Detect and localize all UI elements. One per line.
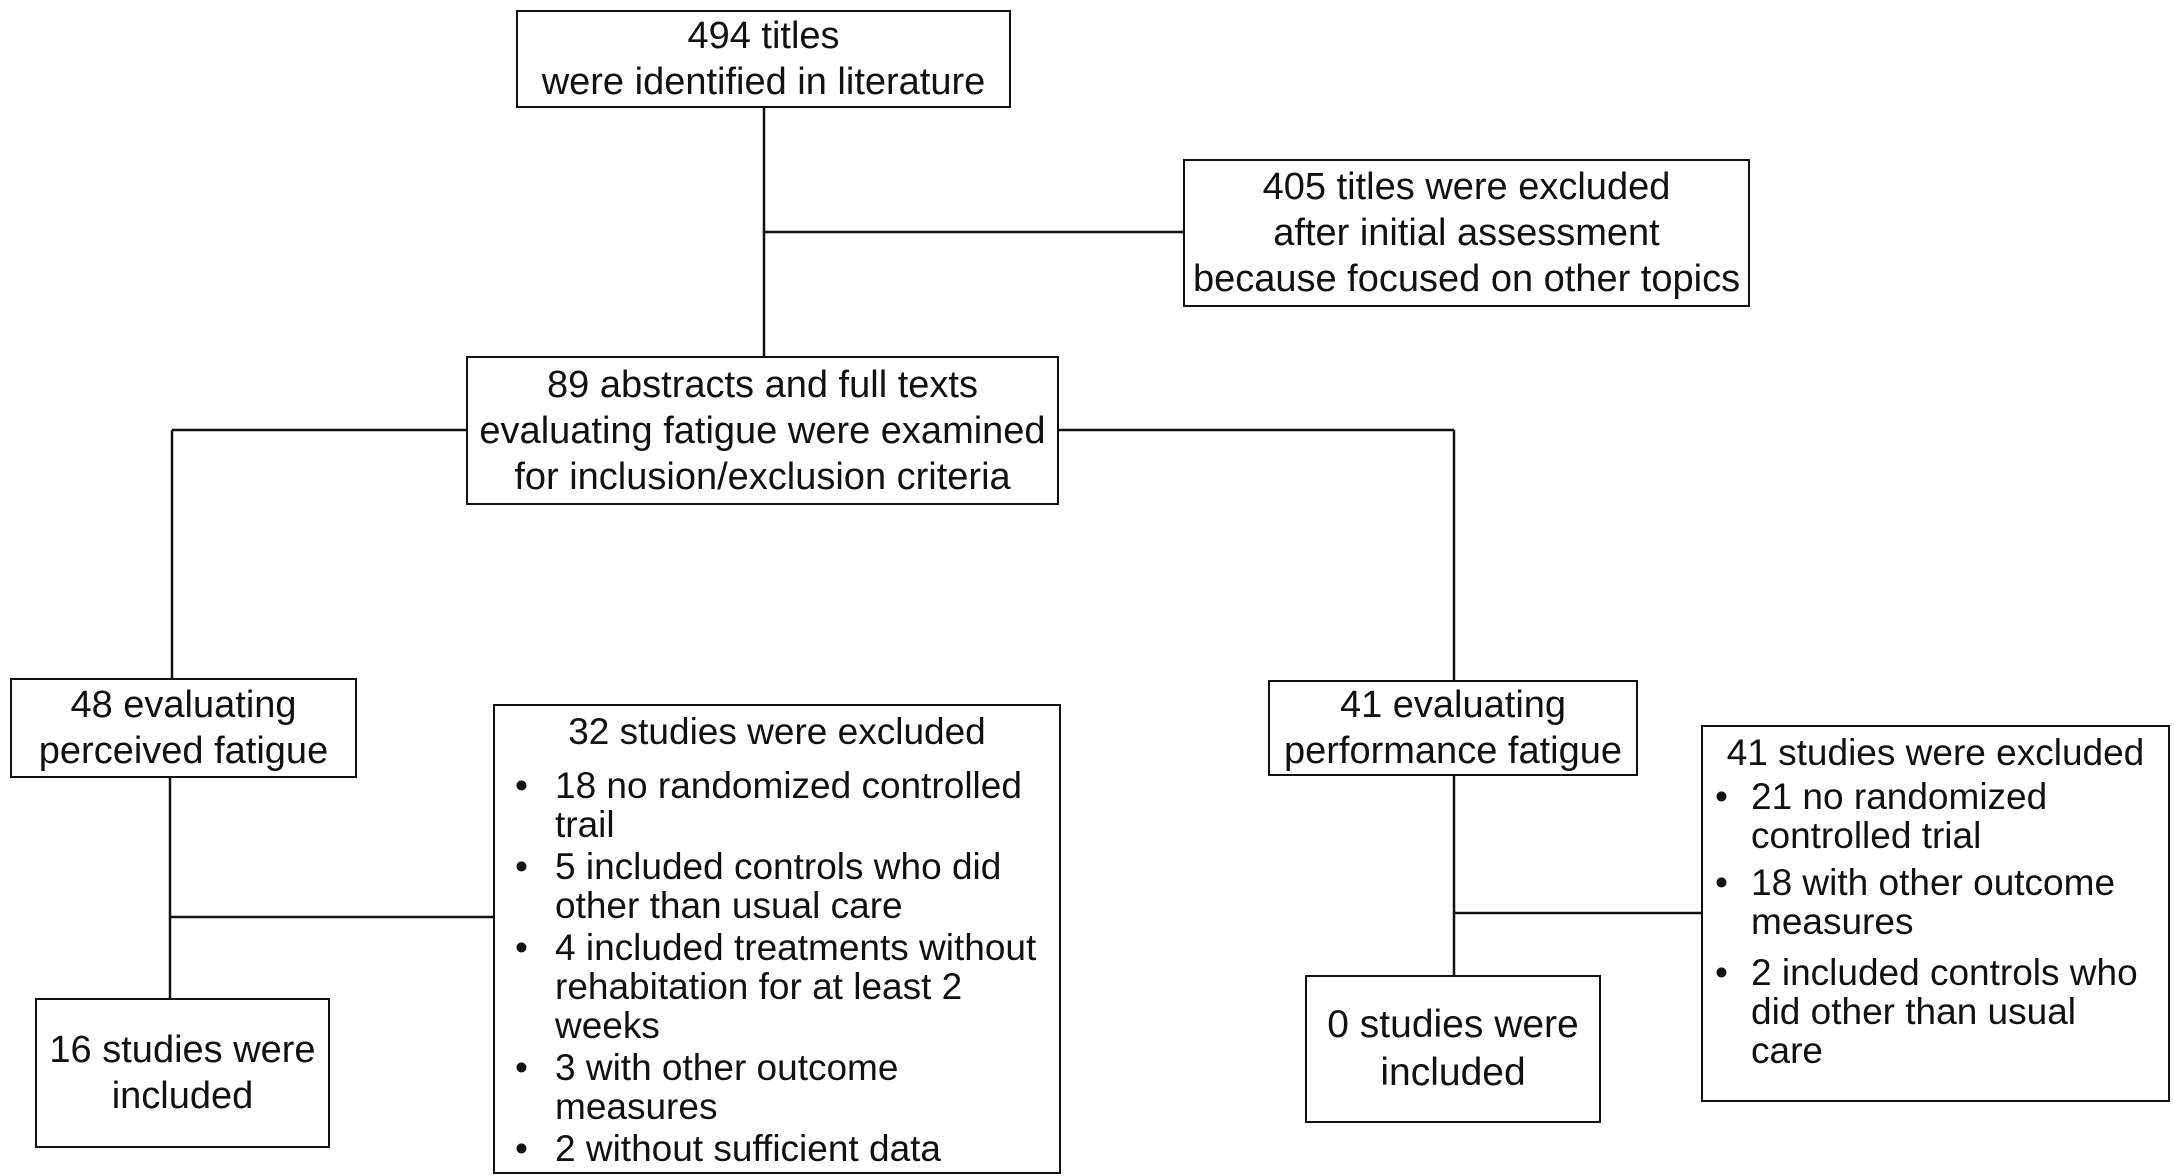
list-item: • 2 without sufficient data <box>507 1129 1047 1168</box>
bullet-icon: • <box>1715 862 1728 903</box>
perceived-fatigue-box: 48 evaluating perceived fatigue <box>10 678 357 778</box>
list-item: • 3 with other outcome measures <box>507 1048 1047 1126</box>
bullet-icon: • <box>1715 952 1728 993</box>
identified-titles-box: 494 titles were identified in literature <box>516 10 1011 108</box>
bullet-icon: • <box>515 765 528 806</box>
list-item: • 18 no randomized controlled trail <box>507 766 1047 844</box>
list-item: • 2 included controls who did other than… <box>1715 953 2156 1070</box>
list-item: • 21 no randomized controlled trial <box>1715 777 2156 855</box>
examined-line-2: evaluating fatigue were examined <box>479 409 1046 452</box>
list-item-text: 18 no randomized controlled trail <box>555 765 1022 845</box>
performance-exclusion-list: • 21 no randomized controlled trial • 18… <box>1715 775 2156 1070</box>
perceived-line-1: 48 evaluating <box>70 684 297 726</box>
perceived-exclusion-box: 32 studies were excluded • 18 no randomi… <box>493 704 1061 1174</box>
performance-included-line-2: included <box>1380 1051 1526 1094</box>
performance-included-box: 0 studies were included <box>1305 975 1601 1123</box>
bullet-icon: • <box>515 1128 528 1169</box>
perceived-line-2: perceived fatigue <box>38 730 329 772</box>
identified-line-2: were identified in literature <box>541 61 986 103</box>
performance-fatigue-box: 41 evaluating performance fatigue <box>1268 680 1638 776</box>
list-item-text: 4 included treatments without rehabitati… <box>555 927 1037 1046</box>
performance-exclusion-title: 41 studies were excluded <box>1726 732 2145 773</box>
bullet-icon: • <box>515 846 528 887</box>
list-item-text: 3 with other outcome measures <box>555 1047 899 1127</box>
list-item-text: 18 with other outcome measures <box>1751 862 2116 942</box>
bullet-icon: • <box>515 927 528 968</box>
performance-line-1: 41 evaluating <box>1339 684 1567 726</box>
perceived-exclusion-list: • 18 no randomized controlled trail • 5 … <box>507 754 1047 1168</box>
list-item-text: 21 no randomized controlled trial <box>1751 776 2048 856</box>
list-item: • 4 included treatments without rehabita… <box>507 928 1047 1045</box>
list-item-text: 5 included controls who did other than u… <box>555 846 1002 926</box>
bullet-icon: • <box>515 1047 528 1088</box>
initial-exclusion-line-1: 405 titles were excluded <box>1262 166 1671 208</box>
list-item: • 5 included controls who did other than… <box>507 847 1047 925</box>
bullet-icon: • <box>1715 776 1728 817</box>
list-item-text: 2 included controls who did other than u… <box>1751 952 2138 1071</box>
list-item-text: 2 without sufficient data <box>555 1128 942 1169</box>
examined-box: 89 abstracts and full texts evaluating f… <box>466 356 1059 505</box>
initial-exclusion-line-2: after initial assessment <box>1273 212 1660 254</box>
examined-line-1: 89 abstracts and full texts <box>547 363 978 406</box>
performance-included-line-1: 0 studies were <box>1327 1003 1579 1046</box>
initial-exclusion-box: 405 titles were excluded after initial a… <box>1183 159 1750 307</box>
identified-line-1: 494 titles <box>687 15 840 57</box>
performance-line-2: performance fatigue <box>1284 730 1622 772</box>
perceived-included-line-1: 16 studies were <box>49 1029 316 1071</box>
examined-line-3: for inclusion/exclusion criteria <box>514 455 1011 498</box>
performance-exclusion-box: 41 studies were excluded • 21 no randomi… <box>1701 725 2170 1102</box>
perceived-included-line-2: included <box>111 1075 254 1117</box>
perceived-included-box: 16 studies were included <box>35 998 330 1148</box>
initial-exclusion-line-3: because focused on other topics <box>1192 258 1741 300</box>
perceived-exclusion-title: 32 studies were excluded <box>568 711 986 752</box>
list-item: • 18 with other outcome measures <box>1715 863 2156 941</box>
